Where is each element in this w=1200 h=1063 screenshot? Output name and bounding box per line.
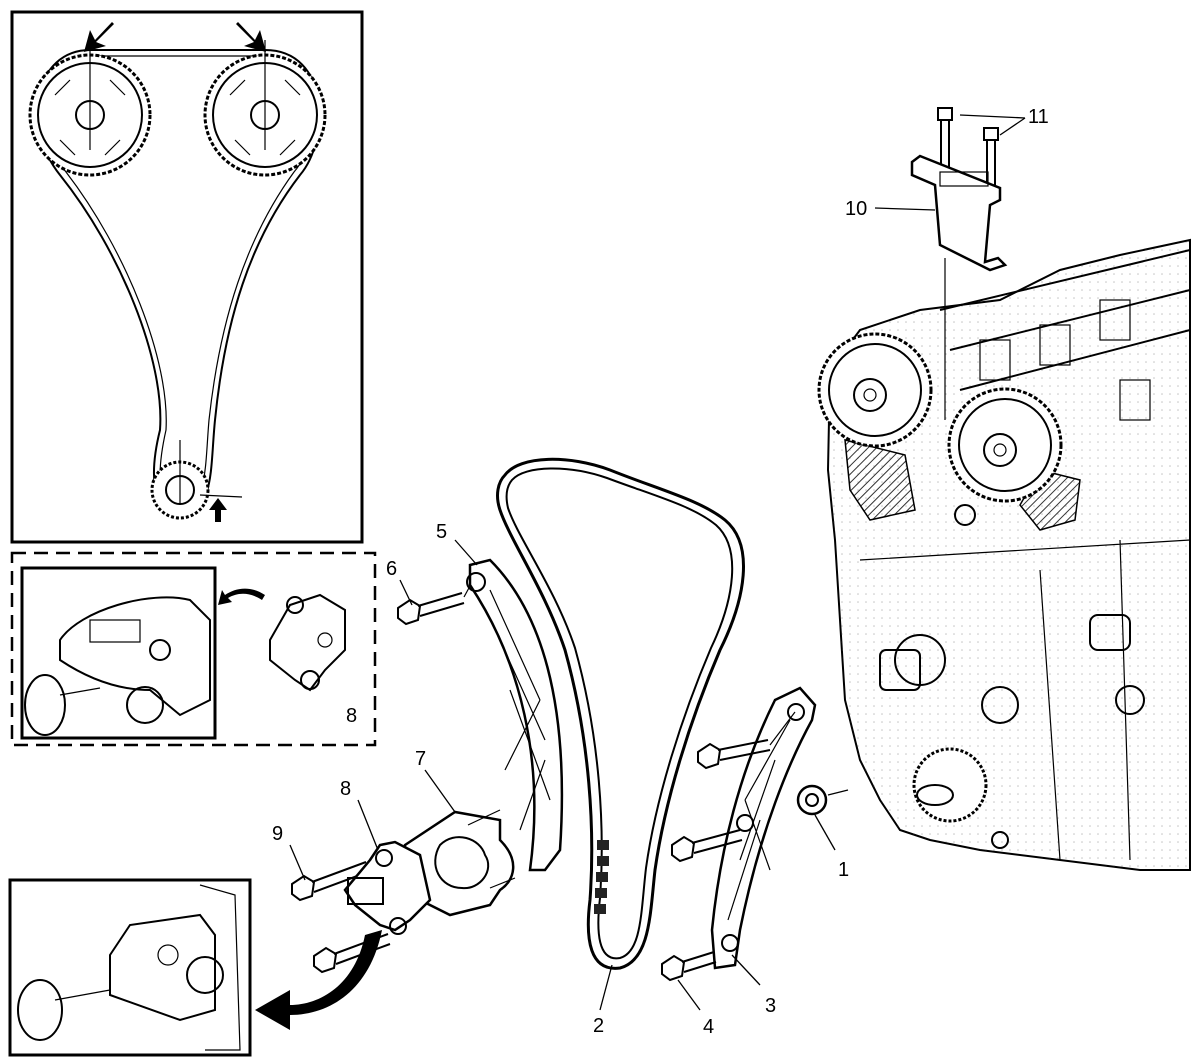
bolt-guide-upper: [697, 711, 796, 770]
callout-1: 1: [838, 859, 849, 881]
timing-chain: [496, 457, 745, 970]
callout-11: 11: [1028, 106, 1049, 128]
callout-5: 5: [436, 521, 447, 543]
bolt-guide-middle: [671, 829, 743, 863]
callout-8: 8: [340, 778, 351, 800]
timing-detail-panel: [10, 10, 364, 544]
fastener-1: [796, 784, 849, 816]
callout-10: 10: [845, 198, 867, 220]
tensioner-guide: [466, 558, 564, 872]
engine-block: [817, 238, 1191, 871]
callout-4: 4: [703, 1016, 714, 1038]
chain-colored-links: [594, 840, 609, 914]
down-left-arrow-icon: [84, 22, 114, 52]
bolt-4: [661, 951, 717, 982]
fixed-guide: [710, 686, 817, 970]
curved-arrow-icon: [255, 930, 382, 1030]
tensioner-8: [343, 840, 432, 935]
crank-sprocket: [150, 440, 243, 520]
callout-3: 3: [765, 995, 776, 1017]
engine-intake-cam-gear: [817, 332, 933, 448]
tensioner-detail-panel: 8: [10, 551, 377, 747]
right-cam-sprocket: [203, 40, 327, 177]
leader-lines: [289, 114, 1026, 1011]
callout-2: 2: [593, 1015, 604, 1037]
callout-7: 7: [415, 748, 426, 770]
bolt-tensioner-lower: [313, 933, 391, 974]
left-cam-sprocket: [28, 40, 152, 177]
tensioner-gasket-7: [403, 809, 516, 917]
callout-6: 6: [386, 558, 397, 580]
engine-exhaust-cam-gear: [947, 387, 1063, 503]
curved-arrow-icon: [218, 588, 265, 605]
bolt-6: [397, 585, 471, 626]
engine-crank-sprocket: [912, 747, 988, 823]
upper-chain-guide-10: [910, 154, 1008, 420]
up-arrow-icon: [209, 498, 227, 522]
tensioner-release-detail: [8, 878, 252, 1057]
callout-8-detail: 8: [346, 705, 357, 727]
bolts-11: [937, 107, 999, 190]
down-left-arrow-icon: [236, 22, 266, 52]
callout-9: 9: [272, 823, 283, 845]
